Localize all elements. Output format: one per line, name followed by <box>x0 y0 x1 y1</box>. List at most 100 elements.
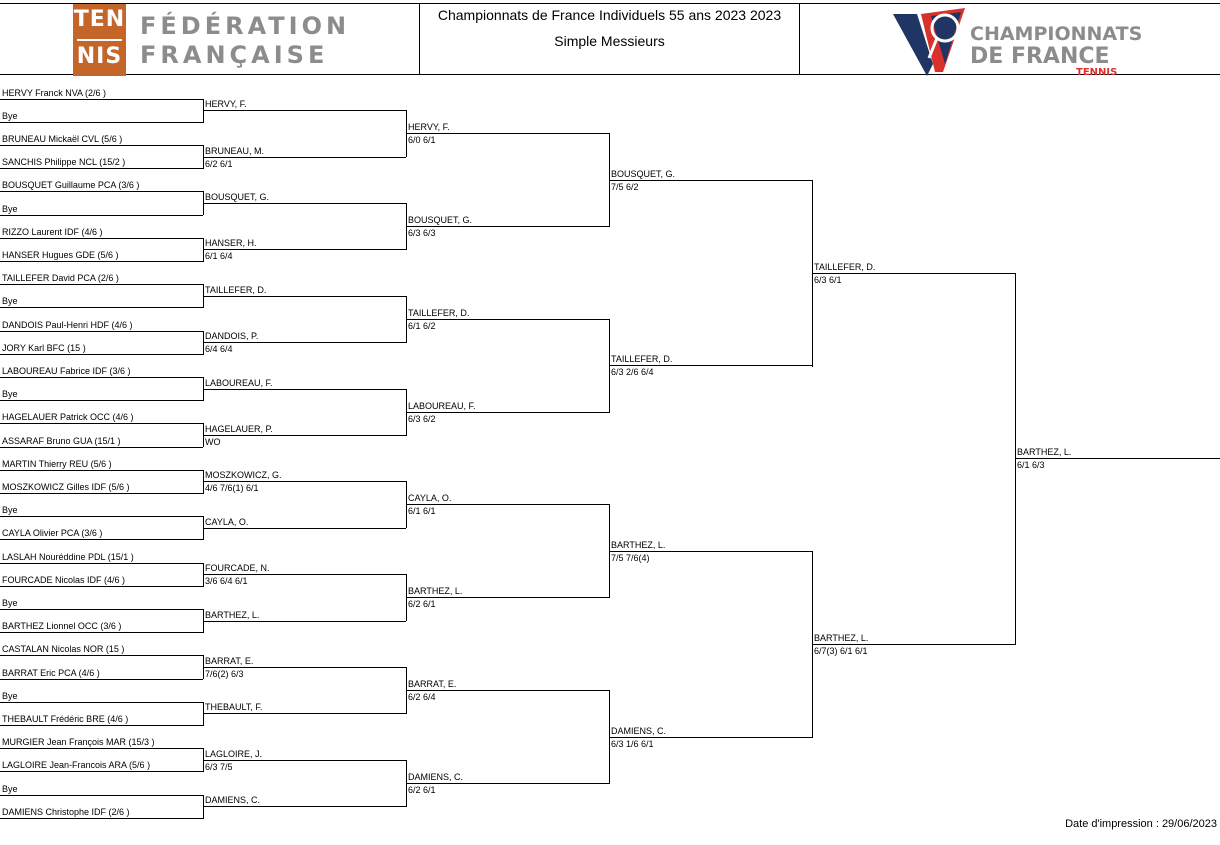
winner-name: LABOUREAU, F. <box>408 401 476 411</box>
winner-name: BARTHEZ, L. <box>814 633 869 643</box>
fft-logo-tile-bottom: NIS <box>76 44 123 69</box>
round1-line <box>0 168 203 169</box>
round1-line <box>0 261 203 262</box>
winner-name: BARTHEZ, L. <box>205 610 260 620</box>
winner-name: TAILLEFER, D. <box>814 262 876 272</box>
entrant-name: DANDOIS Paul-Henri HDF (4/6 ) <box>2 320 133 330</box>
round1-line <box>0 516 203 517</box>
round3-line <box>406 783 609 784</box>
fft-logo-line1: FÉDÉRATION <box>140 12 351 40</box>
cdf-logo-line1: CHAMPIONNATS <box>970 23 1143 45</box>
round2-line <box>203 110 406 111</box>
round1-line <box>0 191 203 192</box>
match-score: 6/1 6/4 <box>205 251 233 261</box>
round2-line <box>203 528 406 529</box>
round1-line <box>0 470 203 471</box>
match-score: 3/6 6/4 6/1 <box>205 576 248 586</box>
round3-line <box>406 504 609 505</box>
match-score: 6/3 2/6 6/4 <box>611 367 654 377</box>
final-line <box>1015 458 1220 459</box>
winner-name: BOUSQUET, G. <box>408 215 473 225</box>
winner-name: DAMIENS, C. <box>205 795 261 805</box>
match-score: 7/6(2) 6/3 <box>205 669 244 679</box>
round2-line <box>203 806 406 807</box>
round1-line <box>0 539 203 540</box>
round1-line <box>0 215 203 216</box>
match-score: 6/0 6/1 <box>408 135 436 145</box>
entrant-name: THEBAULT Frédéric BRE (4/6 ) <box>2 714 129 724</box>
bracket-connector <box>609 319 610 413</box>
bracket-connector <box>203 795 204 819</box>
cdf-logo-cell: CHAMPIONNATS DE FRANCE TENNIS <box>799 3 1220 76</box>
round3-line <box>406 133 609 134</box>
round4-line <box>609 180 812 181</box>
entrant-name: RIZZO Laurent IDF (4/6 ) <box>2 227 103 237</box>
entrant-name: FOURCADE Nicolas IDF (4/6 ) <box>2 575 126 585</box>
winner-name: DAMIENS, C. <box>408 772 464 782</box>
fft-logo-line2: FRANÇAISE <box>140 41 329 69</box>
winner-name: LABOUREAU, F. <box>205 378 273 388</box>
entrant-name: BOUSQUET Guillaume PCA (3/6 ) <box>2 180 140 190</box>
round1-line <box>0 122 203 123</box>
winner-name: HERVY, F. <box>408 122 450 132</box>
match-score: 6/2 6/4 <box>408 692 436 702</box>
round1-line <box>0 99 203 100</box>
winner-name: HERVY, F. <box>205 99 247 109</box>
print-date: Date d'impression : 29/06/2023 <box>1065 818 1217 830</box>
round1-line <box>0 818 203 819</box>
winner-name: BARTHEZ, L. <box>611 540 666 550</box>
match-score: 6/3 6/2 <box>408 414 436 424</box>
championnats-logo-icon <box>893 8 965 76</box>
round1-line <box>0 679 203 680</box>
round2-line <box>203 667 406 668</box>
cdf-logo-line2: DE FRANCE <box>970 44 1110 69</box>
round2-line <box>203 621 406 622</box>
entrant-name: DAMIENS Christophe IDF (2/6 ) <box>2 807 130 817</box>
round5-line <box>812 644 1015 645</box>
round1-line <box>0 447 203 448</box>
match-score: 6/1 6/2 <box>408 321 436 331</box>
match-score: 7/5 7/6(4) <box>611 553 650 563</box>
round2-line <box>203 713 406 714</box>
round4-line <box>609 551 812 552</box>
entrant-name: BARTHEZ Lionnel OCC (3/6 ) <box>2 621 122 631</box>
match-score: 6/3 6/1 <box>814 275 842 285</box>
winner-name: BARRAT, E. <box>205 656 254 666</box>
winner-name: DAMIENS, C. <box>611 726 667 736</box>
round1-line <box>0 284 203 285</box>
round2-line <box>203 760 406 761</box>
round1-line <box>0 655 203 656</box>
winner-name: HANSER, H. <box>205 238 257 248</box>
page-title: Championnats de France Individuels 55 an… <box>437 7 782 23</box>
match-score: 6/7(3) 6/1 6/1 <box>814 646 868 656</box>
entrant-name: HAGELAUER Patrick OCC (4/6 ) <box>2 412 134 422</box>
round5-line <box>812 273 1015 274</box>
round1-line <box>0 632 203 633</box>
winner-name: HAGELAUER, P. <box>205 424 273 434</box>
match-score: 4/6 7/6(1) 6/1 <box>205 483 259 493</box>
entrant-name: CAYLA Olivier PCA (3/6 ) <box>2 528 103 538</box>
round1-line <box>0 586 203 587</box>
match-score: 6/1 6/1 <box>408 506 436 516</box>
entrant-name: HANSER Hugues GDE (5/6 ) <box>2 250 119 260</box>
round1-line <box>0 795 203 796</box>
round2-line <box>203 435 406 436</box>
bracket-connector <box>203 331 204 355</box>
round3-line <box>406 597 609 598</box>
champion-name: BARTHEZ, L. <box>1017 447 1072 457</box>
winner-name: THEBAULT, F. <box>205 702 263 712</box>
entrant-name: Bye <box>2 784 18 794</box>
entrant-name: ASSARAF Bruno GUA (15/1 ) <box>2 436 121 446</box>
entrant-name: Bye <box>2 296 18 306</box>
fft-logo-tiles: TEN NIS <box>73 4 126 76</box>
round1-line <box>0 702 203 703</box>
entrant-name: HERVY Franck NVA (2/6 ) <box>2 88 107 98</box>
entrant-name: Bye <box>2 505 18 515</box>
entrant-name: SANCHIS Philippe NCL (15/2 ) <box>2 157 126 167</box>
bracket-connector <box>203 99 204 123</box>
entrant-name: LAGLOIRE Jean-Francois ARA (5/6 ) <box>2 760 151 770</box>
entrant-name: Bye <box>2 598 18 608</box>
match-score: 7/5 6/2 <box>611 182 639 192</box>
round4-line <box>609 365 812 366</box>
